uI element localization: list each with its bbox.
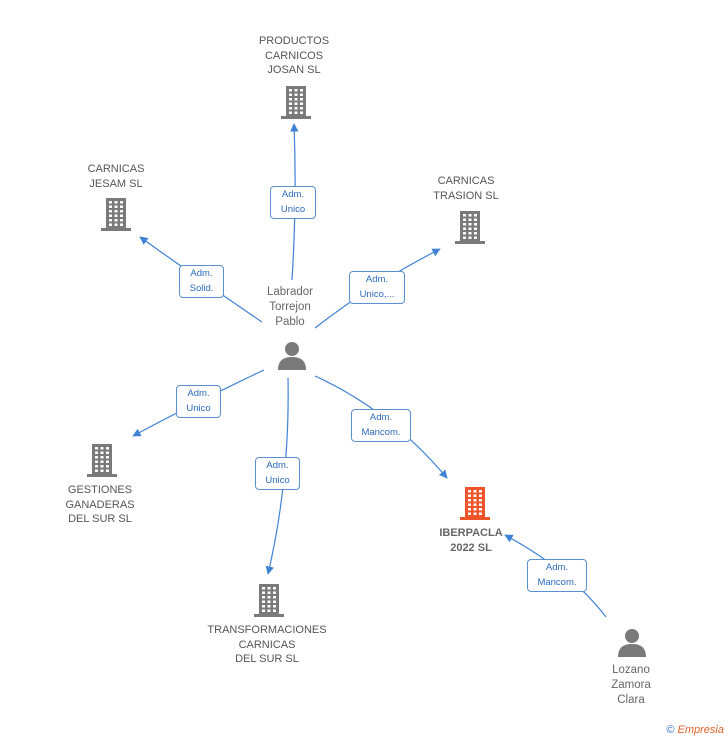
company-label-productos[interactable]: PRODUCTOS CARNICOS JOSAN SL	[258, 35, 330, 76]
company-label-jesam[interactable]: CARNICAS JESAM SL	[87, 163, 145, 190]
edge-label-trasion: Adm. Unico,...	[349, 271, 405, 304]
edge-label-productos: Adm. Unico	[270, 186, 316, 219]
company-label-gestiones[interactable]: GESTIONES GANADERAS DEL SUR SL	[65, 484, 135, 525]
person-icon[interactable]	[277, 341, 307, 376]
edge-label-transformaciones: Adm. Unico	[255, 457, 300, 490]
copyright-icon: ©	[666, 724, 675, 736]
company-label-iberpacla[interactable]: IBERPACLA 2022 SL	[439, 527, 503, 554]
building-icon[interactable]	[459, 486, 491, 525]
building-icon[interactable]	[280, 85, 312, 124]
company-label-transformaciones[interactable]: TRANSFORMACIONES CARNICAS DEL SUR SL	[207, 624, 327, 665]
person-icon[interactable]	[617, 628, 647, 663]
edge-label-gestiones: Adm. Unico	[176, 385, 221, 418]
building-icon[interactable]	[86, 443, 118, 482]
edge-label-lozano: Adm. Mancom.	[527, 559, 587, 592]
edge-label-iberpacla: Adm. Mancom.	[351, 409, 411, 442]
person-label-center[interactable]: Labrador Torrejon Pablo	[266, 286, 314, 328]
edge-label-jesam: Adm. Solid.	[179, 265, 224, 298]
building-icon[interactable]	[100, 197, 132, 236]
footer-brand[interactable]: ©Empresia	[666, 724, 724, 736]
brand-name: Empresia	[677, 724, 724, 736]
building-icon[interactable]	[253, 583, 285, 622]
person-label-lozano[interactable]: Lozano Zamora Clara	[611, 664, 651, 706]
building-icon[interactable]	[454, 210, 486, 249]
company-label-trasion[interactable]: CARNICAS TRASION SL	[433, 175, 499, 202]
